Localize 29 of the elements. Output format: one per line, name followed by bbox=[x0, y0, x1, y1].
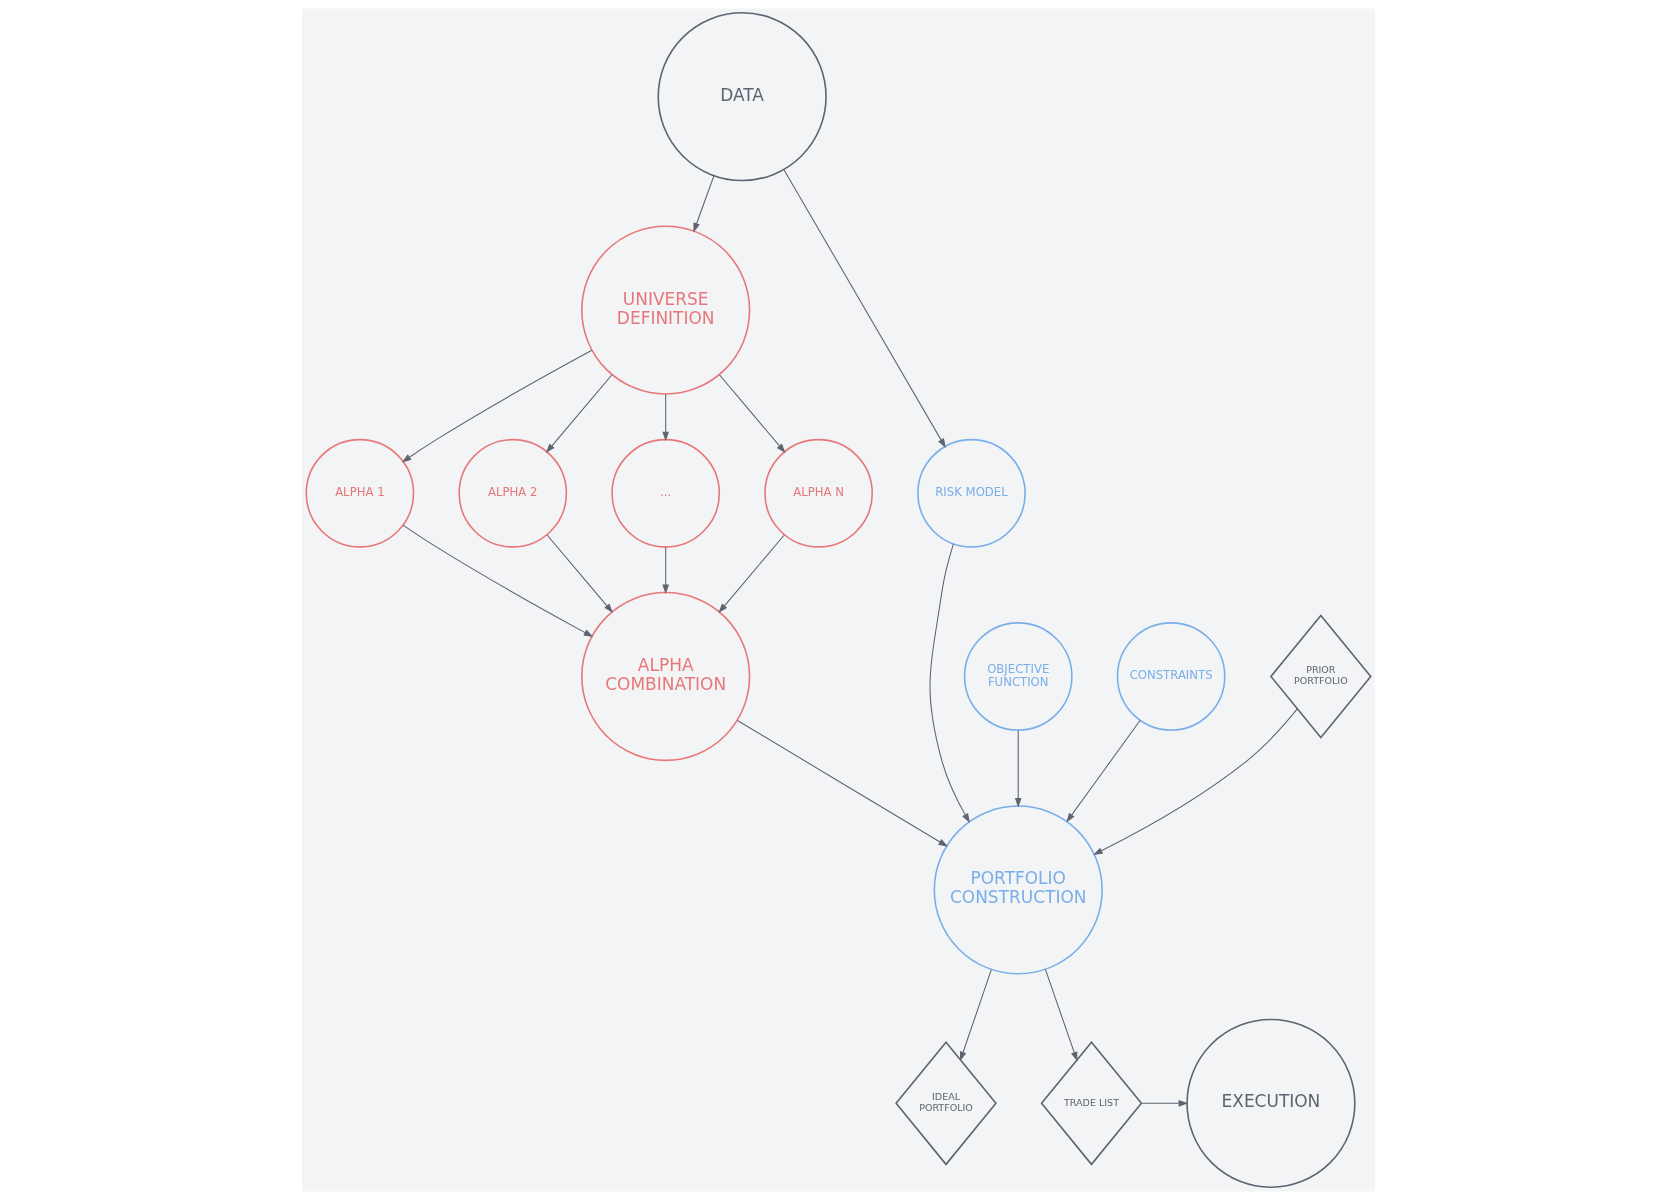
node-diamond: PRIOR PORTFOLIO bbox=[1269, 614, 1372, 739]
arrow bbox=[1092, 708, 1298, 855]
arrow bbox=[1014, 729, 1022, 808]
node-circle: ... bbox=[610, 438, 720, 548]
node-circle: ALPHA 2 bbox=[457, 438, 567, 548]
arrow bbox=[545, 374, 612, 454]
arrow bbox=[546, 534, 613, 614]
arrow bbox=[692, 175, 714, 233]
arrow bbox=[402, 524, 593, 638]
arrow bbox=[661, 393, 669, 442]
node-circle: ALPHA N bbox=[763, 438, 873, 548]
arrow bbox=[929, 543, 970, 823]
node-circle: CONSTRAINTS bbox=[1116, 622, 1226, 731]
arrow bbox=[1140, 1099, 1188, 1107]
node-circle: EXECUTION bbox=[1185, 1018, 1356, 1188]
arrow bbox=[1065, 719, 1141, 823]
arrow bbox=[401, 349, 592, 463]
node-diamond: TRADE LIST bbox=[1040, 1041, 1142, 1166]
arrow bbox=[736, 720, 948, 847]
node-circle: DATA bbox=[656, 12, 827, 182]
arrow bbox=[1044, 968, 1077, 1062]
node-diamond: IDEAL PORTFOLIO bbox=[894, 1041, 997, 1166]
arrow bbox=[782, 169, 946, 449]
arrow bbox=[717, 534, 785, 614]
arrow bbox=[718, 374, 785, 454]
arrow bbox=[959, 969, 992, 1062]
node-circle: UNIVERSE DEFINITION bbox=[580, 225, 750, 395]
arrow bbox=[661, 546, 669, 595]
node-circle: OBJECTIVE FUNCTION bbox=[963, 622, 1073, 731]
